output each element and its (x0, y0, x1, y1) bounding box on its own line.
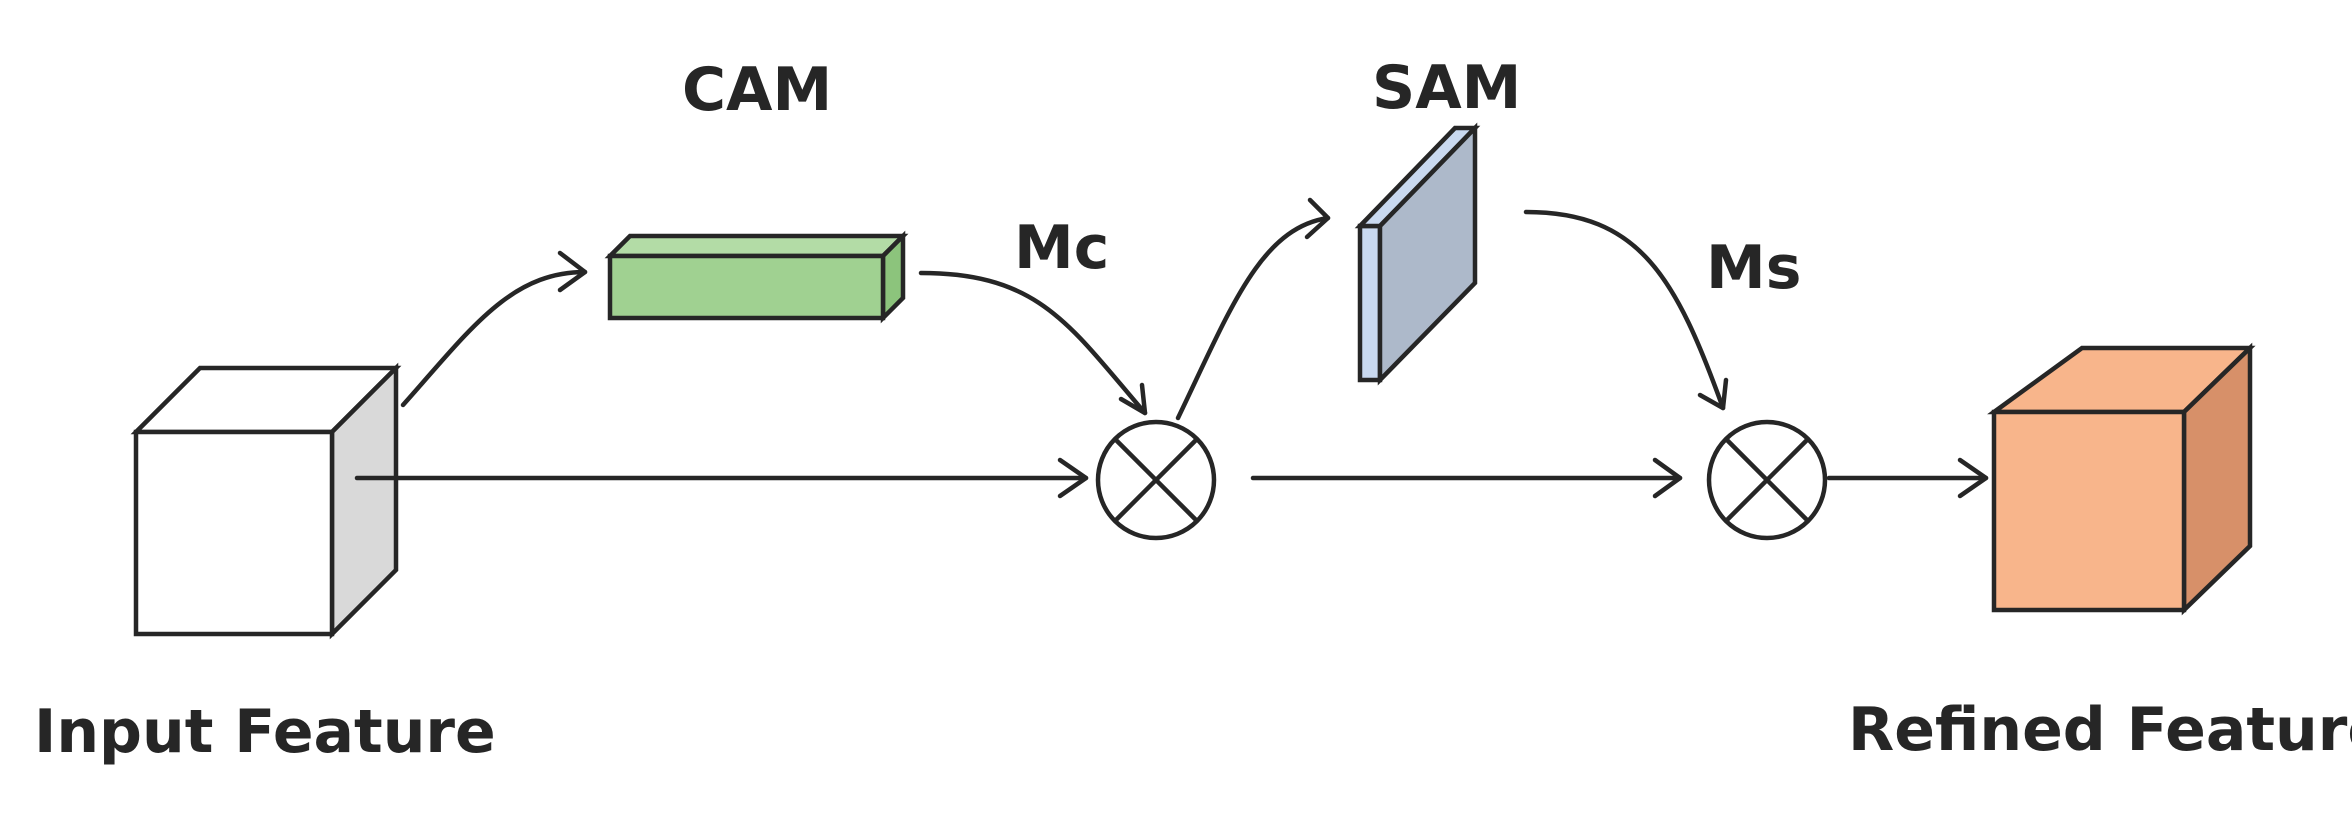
input-feature-label: Input Feature (34, 697, 496, 767)
ms-label: Ms (1706, 233, 1801, 303)
multiply-operator-2 (1706, 419, 1828, 541)
arrow-multiply-1-to-sam (1175, 197, 1331, 421)
sam-block-side (1357, 223, 1383, 383)
mc-label: Mc (1014, 213, 1109, 283)
sam-block (1354, 122, 1481, 386)
arrow-input-to-cam (400, 250, 588, 408)
refined-feature-cube (1987, 342, 2256, 616)
refined-feature-label: Refined Feature (1848, 695, 2352, 765)
sam-label: SAM (1372, 53, 1521, 123)
sam-block-front (1377, 122, 1478, 386)
cam-block-top (604, 233, 909, 259)
arrow-multiply-2-to-refined (1826, 457, 1989, 499)
arrow-cam-to-multiply-1 (918, 270, 1148, 416)
cam-block (604, 230, 909, 324)
arrow-input-to-multiply-1 (354, 457, 1089, 499)
input-cube-front (133, 429, 335, 637)
input-feature-cube (130, 362, 402, 640)
cam-label: CAM (682, 55, 832, 125)
arrow-sam-to-multiply-2 (1523, 209, 1729, 411)
multiply-operator-1 (1095, 419, 1217, 541)
cam-block-front (607, 253, 886, 321)
arrow-multiply-1-to-multiply-2 (1250, 457, 1683, 499)
refined-cube-front (1991, 409, 2187, 613)
